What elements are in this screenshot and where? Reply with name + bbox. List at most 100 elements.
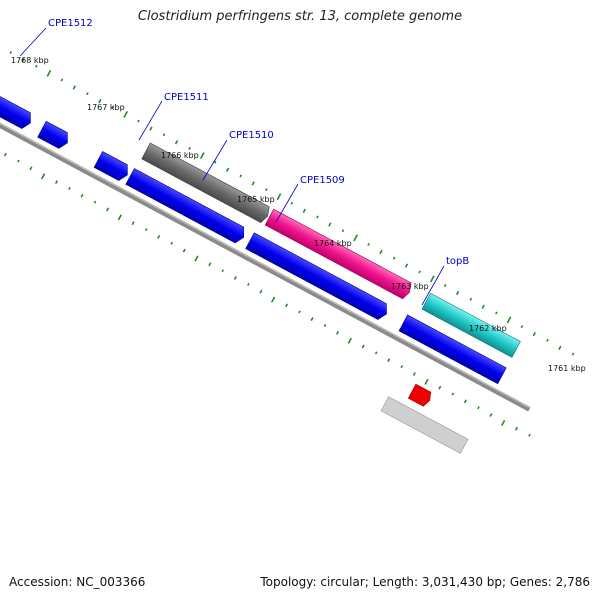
outer-ruler-tick: [123, 110, 128, 118]
gene-label-cpe1510[interactable]: CPE1510: [229, 130, 274, 141]
inner-ruler-tick: [117, 214, 122, 221]
tick-label-1767: 1767 kbp: [87, 103, 125, 112]
feature-light-gray[interactable]: [380, 396, 469, 454]
inner-ruler-tick: [29, 166, 33, 171]
cds-topb-bar[interactable]: [245, 232, 391, 322]
cds-small-blue-bar[interactable]: [93, 151, 132, 182]
tick-labels: 1768 kbp 1767 kbp 1766 kbp 1765 kbp 1764…: [11, 56, 586, 373]
outer-ruler-tick: [225, 167, 230, 172]
inner-ruler-tick: [54, 180, 59, 184]
inner-ruler-tick: [387, 358, 391, 363]
outer-ruler-tick: [571, 352, 575, 356]
inner-ruler-tick: [400, 365, 404, 369]
outer-ruler-tick: [265, 188, 268, 192]
outer-ruler-tick: [213, 160, 217, 164]
outer-ruler-tick: [72, 85, 76, 90]
gene-cpe1510-bar[interactable]: [141, 142, 272, 224]
outer-ruler-tick: [392, 256, 396, 260]
tick-label-1765: 1765 kbp: [237, 195, 275, 204]
outer-ruler-tick: [188, 147, 191, 150]
inner-ruler-tick: [3, 152, 7, 157]
outer-ruler: [9, 51, 575, 356]
gene-topb-bar[interactable]: [264, 208, 414, 300]
outer-ruler-tick: [162, 133, 166, 137]
gene-label-cpe1512[interactable]: CPE1512: [48, 18, 93, 29]
inner-ruler-tick: [17, 159, 20, 163]
outer-ruler-tick: [86, 92, 89, 96]
backbone-line: [0, 76, 531, 412]
inner-ruler-tick: [208, 262, 212, 267]
inner-ruler-tick: [221, 269, 225, 273]
outer-ruler-tick: [46, 69, 52, 77]
inner-ruler-tick: [336, 330, 340, 335]
inner-ruler-tick: [40, 173, 46, 180]
inner-ruler-tick: [233, 276, 237, 280]
inner-ruler-tick: [347, 337, 352, 344]
cds-cpe1511-bar[interactable]: [37, 120, 72, 151]
inner-ruler-tick: [68, 186, 71, 190]
tick-label-1763: 1763 kbp: [391, 282, 429, 291]
gene-teal-bar[interactable]: [421, 292, 521, 358]
tick-label-1768: 1768 kbp: [11, 56, 49, 65]
inner-ruler-tick: [170, 241, 174, 245]
outer-ruler-tick: [469, 297, 473, 301]
outer-ruler-tick: [532, 332, 536, 337]
inner-ruler-tick: [501, 419, 506, 426]
outer-ruler-tick: [353, 234, 359, 242]
gene-label-topb[interactable]: topB: [446, 256, 469, 267]
outer-ruler-tick: [9, 51, 13, 55]
outer-ruler-tick: [558, 345, 562, 350]
outer-ruler-tick: [379, 249, 383, 255]
inner-ruler-tick: [477, 406, 480, 410]
outer-ruler-tick: [316, 215, 319, 219]
inner-ruler-tick: [310, 317, 314, 322]
gene-labels: CPE1512 CPE1511 CPE1510 CPE1509 topB: [19, 18, 469, 306]
inner-ruler-tick: [463, 399, 467, 404]
gene-label-cpe1509[interactable]: CPE1509: [300, 175, 345, 186]
outer-ruler-tick: [404, 263, 409, 268]
tick-label-1762: 1762 kbp: [469, 324, 507, 333]
inner-ruler-tick: [374, 351, 378, 355]
outer-ruler-tick: [174, 140, 179, 145]
outer-ruler-tick: [60, 78, 64, 82]
tick-label-1761: 1761 kbp: [548, 364, 586, 373]
outer-ruler-tick: [495, 311, 498, 315]
inner-ruler-tick: [438, 385, 442, 390]
outer-ruler-tick: [455, 290, 460, 296]
inner-ruler-tick: [271, 296, 276, 303]
inner-ruler-tick: [194, 255, 199, 262]
inner-ruler-tick: [157, 234, 161, 239]
feature-red[interactable]: [407, 383, 433, 408]
outer-ruler-tick: [21, 57, 25, 63]
outer-ruler-tick: [328, 222, 332, 227]
outer-ruler-tick: [276, 193, 282, 201]
outer-ruler-tick: [367, 242, 370, 246]
inner-ruler-tick: [131, 221, 135, 226]
outer-ruler-tick: [341, 229, 345, 233]
outer-ruler-tick: [443, 284, 447, 288]
inner-ruler-tick: [361, 344, 365, 349]
inner-ruler-tick: [80, 193, 84, 198]
inner-ruler-tick: [247, 282, 250, 286]
outer-ruler-tick: [506, 316, 512, 324]
outer-ruler-tick: [429, 275, 435, 283]
inner-ruler-tick: [93, 200, 97, 204]
outer-ruler-tick: [251, 181, 255, 186]
outer-ruler-tick: [149, 126, 153, 131]
inner-ruler-tick: [528, 433, 531, 437]
accession-text: Accession: NC_003366: [9, 575, 146, 589]
map-title: Clostridium perfringens str. 13, complet…: [137, 9, 463, 24]
inner-ruler: [3, 152, 531, 437]
cds-cpe1509-bar[interactable]: [125, 168, 248, 245]
inner-ruler-tick: [284, 303, 289, 308]
outer-ruler-tick: [239, 174, 243, 178]
outer-ruler-tick: [546, 338, 549, 342]
cds-right-blue-bar[interactable]: [398, 314, 507, 385]
outer-ruler-tick: [137, 119, 140, 123]
inner-ruler-tick: [144, 228, 148, 232]
inner-ruler-tick: [298, 310, 301, 314]
gene-label-cpe1511[interactable]: CPE1511: [164, 92, 209, 103]
cds-cpe1512-bar[interactable]: [0, 65, 35, 130]
tick-label-1766: 1766 kbp: [161, 151, 199, 160]
